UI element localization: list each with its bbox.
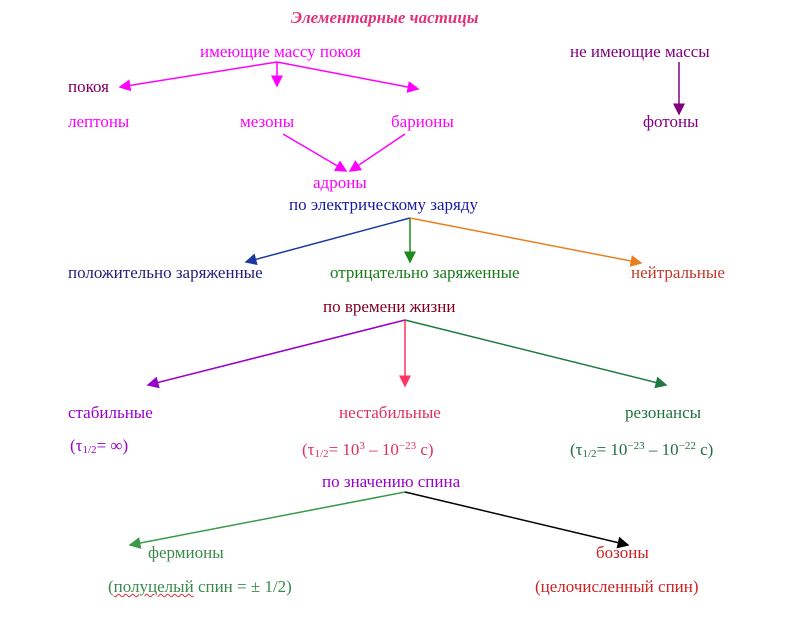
- mesons-node: мезоны: [240, 112, 295, 131]
- resonances-node: резонансы: [625, 403, 702, 422]
- negative-node: отрицательно заряженные: [330, 263, 520, 282]
- arrow: [146, 319, 406, 389]
- arrow: [409, 217, 643, 267]
- charge-heading: по электрическому заряду: [289, 195, 479, 214]
- unstable-node: нестабильные: [339, 403, 441, 422]
- bosons-note: (целочисленный спин): [535, 577, 699, 596]
- arrow: [276, 61, 420, 93]
- baryons-node: барионы: [391, 112, 454, 131]
- arrow: [244, 217, 411, 266]
- arrow: [404, 491, 630, 549]
- rest-node: покоя: [68, 77, 109, 96]
- arrow: [118, 61, 278, 92]
- arrow: [282, 133, 348, 172]
- bosons-node: бозоны: [596, 543, 649, 562]
- hadrons-node: адроны: [313, 173, 367, 192]
- arrow: [404, 319, 668, 389]
- leptons-node: лептоны: [68, 112, 130, 131]
- no-mass-node: не имеющие массы: [570, 42, 710, 61]
- photons-node: фотоны: [643, 112, 699, 131]
- arrow: [348, 133, 406, 172]
- has-mass-node: имеющие массу покоя: [200, 42, 361, 61]
- diagram-title: Элементарные частицы: [291, 8, 479, 27]
- arrow: [128, 491, 406, 549]
- fermions-node: фермионы: [148, 543, 224, 562]
- lifetime-heading: по времени жизни: [323, 297, 456, 316]
- positive-node: положительно заряженные: [68, 263, 263, 282]
- stable-formula: (τ1/2= ∞): [70, 436, 129, 456]
- resonance-formula: (τ1/2= 10−23 – 10−22 с): [570, 440, 714, 460]
- spin-heading: по значению спина: [322, 472, 461, 491]
- neutral-node: нейтральные: [631, 263, 725, 282]
- unstable-formula: (τ1/2= 103 – 10−23 с): [302, 440, 434, 460]
- stable-node: стабильные: [68, 403, 153, 422]
- fermions-note: (полуцелый спин = ± 1/2): [108, 577, 292, 596]
